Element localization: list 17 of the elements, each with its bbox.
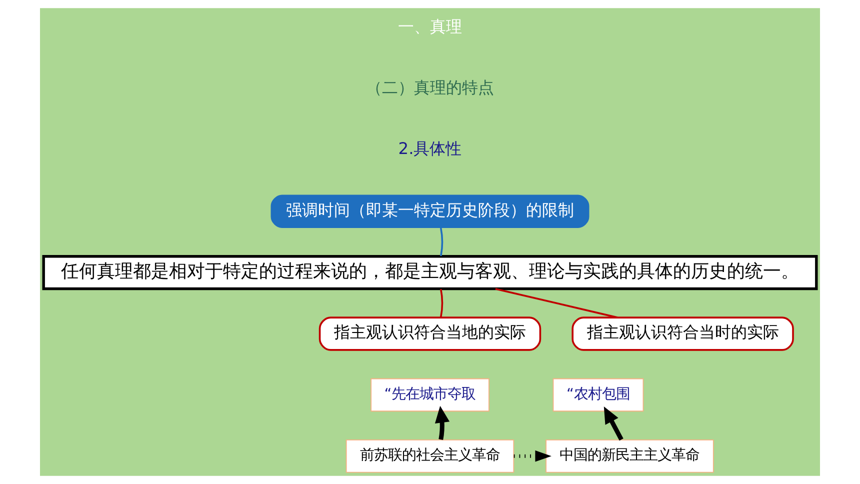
arrow [604,406,624,441]
node-box: 任何真理都是相对于特定的过程来说的，都是主观与客观、理论与实践的具体的历史的统一。 [42,255,818,290]
label: 2.具体性 [398,139,462,158]
arrow [514,450,552,462]
node-box: “农村包围 [552,378,644,412]
node-box: 指主观认识符合当时的实际 [572,316,794,351]
connector [440,288,444,318]
label: （二）真理的特点 [366,78,494,98]
node-box: “先在城市夺取 [370,378,490,412]
node-box: 强调时间（即某一特定历史阶段）的限制 [270,194,590,228]
connector [495,288,618,318]
arrow [434,406,450,440]
label: 一、真理 [398,16,462,36]
connector [440,228,444,256]
node-box: 指主观认识符合当地的实际 [318,316,542,351]
node-box: 前苏联的社会主义革命 [346,439,514,473]
node-box: 中国的新民主主义革命 [546,439,714,473]
